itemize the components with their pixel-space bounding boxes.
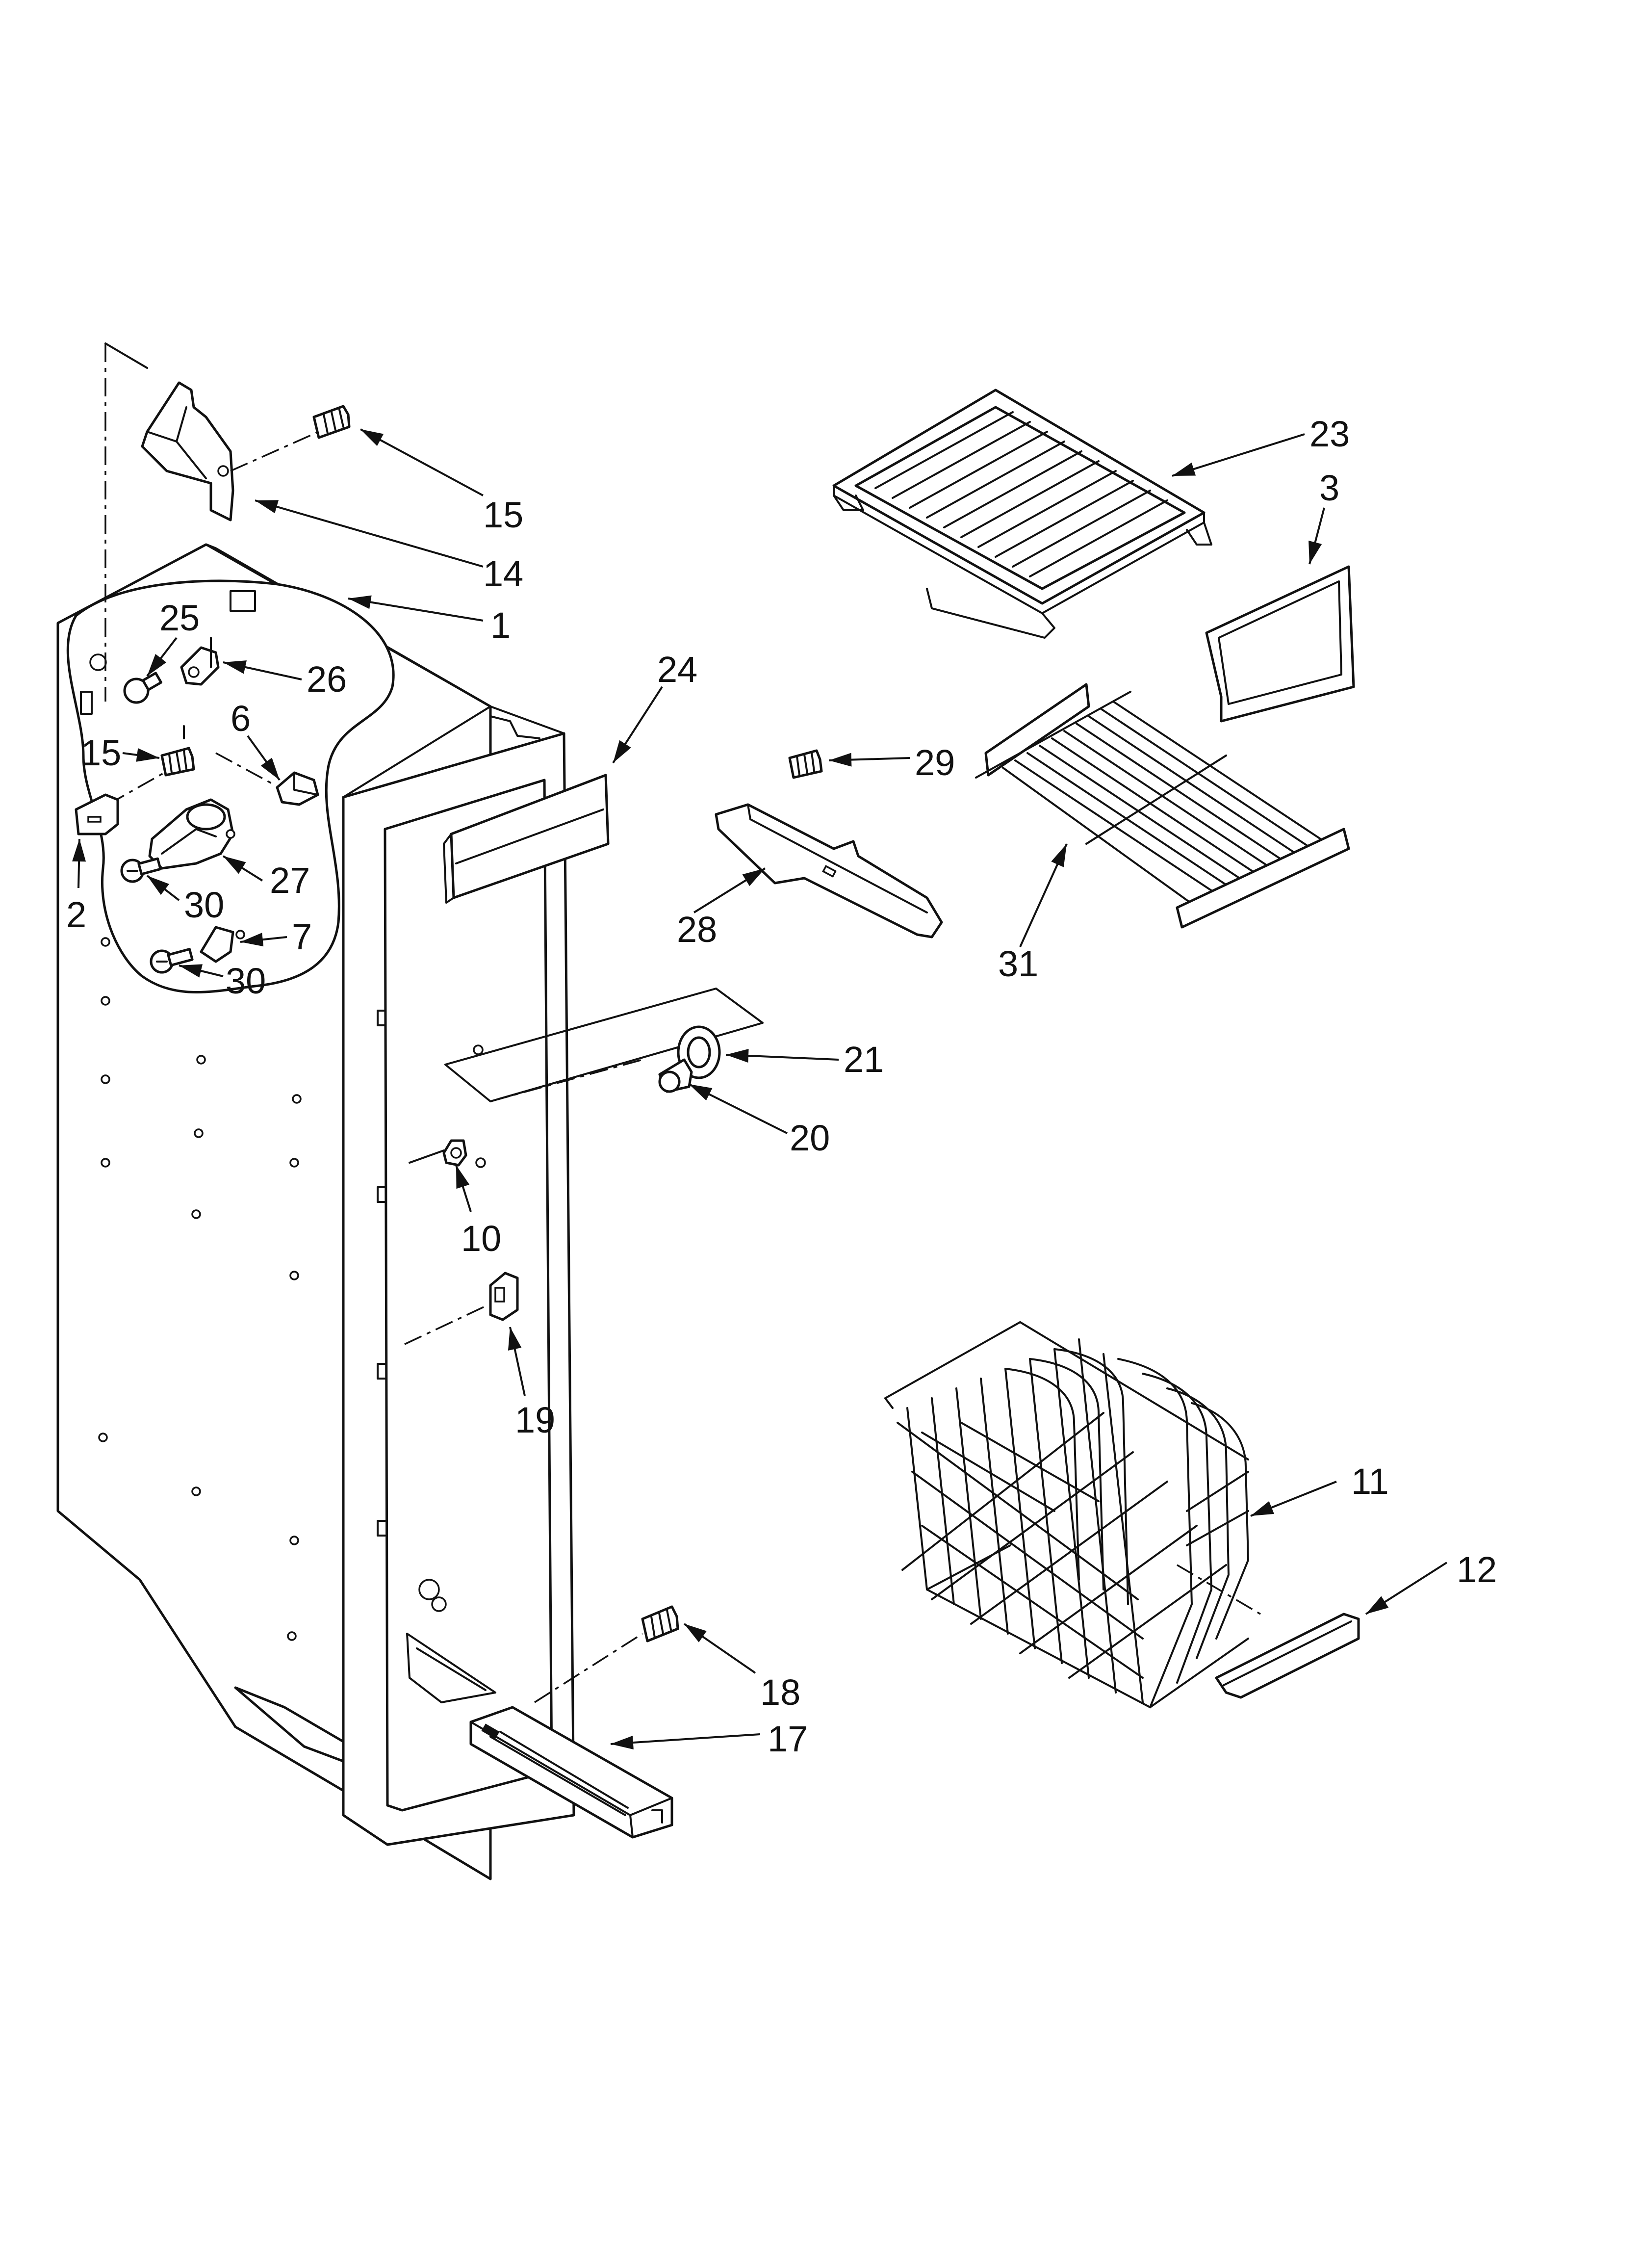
cover-strip-part-24 <box>443 774 610 904</box>
leader-arrowhead <box>726 1049 749 1063</box>
shelf-support-part-28 <box>715 803 943 938</box>
callout-30: 30 <box>226 961 266 1001</box>
callout-1: 1 <box>490 605 511 646</box>
leader-arrowhead <box>1251 1501 1274 1516</box>
leader-line <box>348 598 484 622</box>
light-plate-outline <box>444 988 764 1102</box>
glass-shelf-part-23 <box>832 389 1212 639</box>
callout-23: 23 <box>1309 414 1350 454</box>
callout-10: 10 <box>461 1218 501 1259</box>
leader-arrowhead <box>147 876 169 895</box>
clip-part-7 <box>200 926 245 963</box>
callout-14: 14 <box>483 553 523 594</box>
callout-15: 15 <box>81 732 121 773</box>
bulb-part-20 <box>658 1058 693 1093</box>
control-part-19 <box>489 1272 519 1321</box>
callout-29: 29 <box>915 742 955 783</box>
screw-part-30-lower <box>150 948 194 974</box>
callout-11: 11 <box>1351 1461 1389 1502</box>
recess <box>230 590 256 612</box>
leader-line <box>360 428 484 496</box>
leader-arrowhead <box>255 500 279 514</box>
leader-arrowhead <box>1308 540 1322 564</box>
leader-line <box>610 1733 761 1745</box>
leader-arrowhead <box>72 839 86 862</box>
leader-arrowhead <box>147 654 167 676</box>
leader-line <box>255 499 484 568</box>
cutaway-hole <box>89 653 107 671</box>
leader-line <box>1172 433 1305 477</box>
hinge-bracket-part-14 <box>141 381 234 521</box>
lamp-socket-part-26 <box>180 646 220 686</box>
leader-arrowhead <box>260 757 280 780</box>
wire-basket-part-11 <box>884 1321 1250 1709</box>
switch-part-10 <box>442 1139 467 1167</box>
leader-arrowhead <box>456 1165 470 1189</box>
callout-18: 18 <box>760 1672 800 1713</box>
leader-arrowhead <box>1051 844 1067 867</box>
callout-19: 19 <box>515 1400 555 1440</box>
leader-arrowhead <box>223 660 247 674</box>
screw-part-29 <box>788 749 823 779</box>
leader-arrowhead <box>613 740 631 763</box>
screw-part-18 <box>641 1605 679 1642</box>
callout-17: 17 <box>768 1719 808 1759</box>
leader-arrowhead <box>684 1624 707 1642</box>
clip-part-6 <box>276 771 319 806</box>
leader-arrowhead <box>348 595 372 609</box>
leader-arrowhead <box>689 1084 713 1101</box>
callout-20: 20 <box>790 1118 830 1158</box>
leader-arrowhead <box>240 933 264 947</box>
leader-arrowhead <box>508 1327 522 1351</box>
callout-leaders <box>72 428 1448 1749</box>
screw-part-15-top <box>312 405 351 439</box>
callout-3: 3 <box>1319 468 1339 508</box>
leader-arrowhead <box>829 753 852 767</box>
callout-numbers: 15 14 1 25 26 6 15 2 27 30 7 30 24 23 3 … <box>66 414 1497 1759</box>
callout-30: 30 <box>184 885 224 925</box>
shelf-trim-part-3 <box>1205 565 1355 723</box>
light-bulb-part-25 <box>123 672 162 704</box>
callout-26: 26 <box>307 659 347 700</box>
leader-arrowhead <box>1172 462 1196 476</box>
wire-shelf-part-31 <box>975 683 1350 929</box>
screw-part-30-upper <box>120 857 162 883</box>
lamp-socket-part-21 <box>677 1025 721 1079</box>
callout-21: 21 <box>844 1039 884 1080</box>
leader-arrowhead <box>611 1736 634 1749</box>
callout-12: 12 <box>1457 1549 1497 1590</box>
callout-7: 7 <box>292 916 312 957</box>
leader-arrowhead <box>1366 1596 1389 1614</box>
callout-25: 25 <box>159 598 200 638</box>
base-grille-part-17 <box>469 1706 673 1839</box>
basket-trim-part-12 <box>1215 1613 1360 1699</box>
bracket-part-2 <box>75 793 119 835</box>
callout-28: 28 <box>677 909 717 950</box>
leader-arrowhead <box>136 748 159 762</box>
callout-15: 15 <box>483 495 523 535</box>
leader-arrowhead <box>742 868 765 886</box>
callout-27: 27 <box>270 860 310 901</box>
leader-arrowhead <box>179 964 203 978</box>
leader-arrowhead <box>360 429 384 446</box>
callout-2: 2 <box>66 894 86 935</box>
callout-31: 31 <box>998 943 1038 984</box>
callout-24: 24 <box>657 649 697 690</box>
screw-part-15-cutaway <box>160 747 195 777</box>
leader-arrowhead <box>223 856 246 874</box>
callout-6: 6 <box>231 698 251 739</box>
